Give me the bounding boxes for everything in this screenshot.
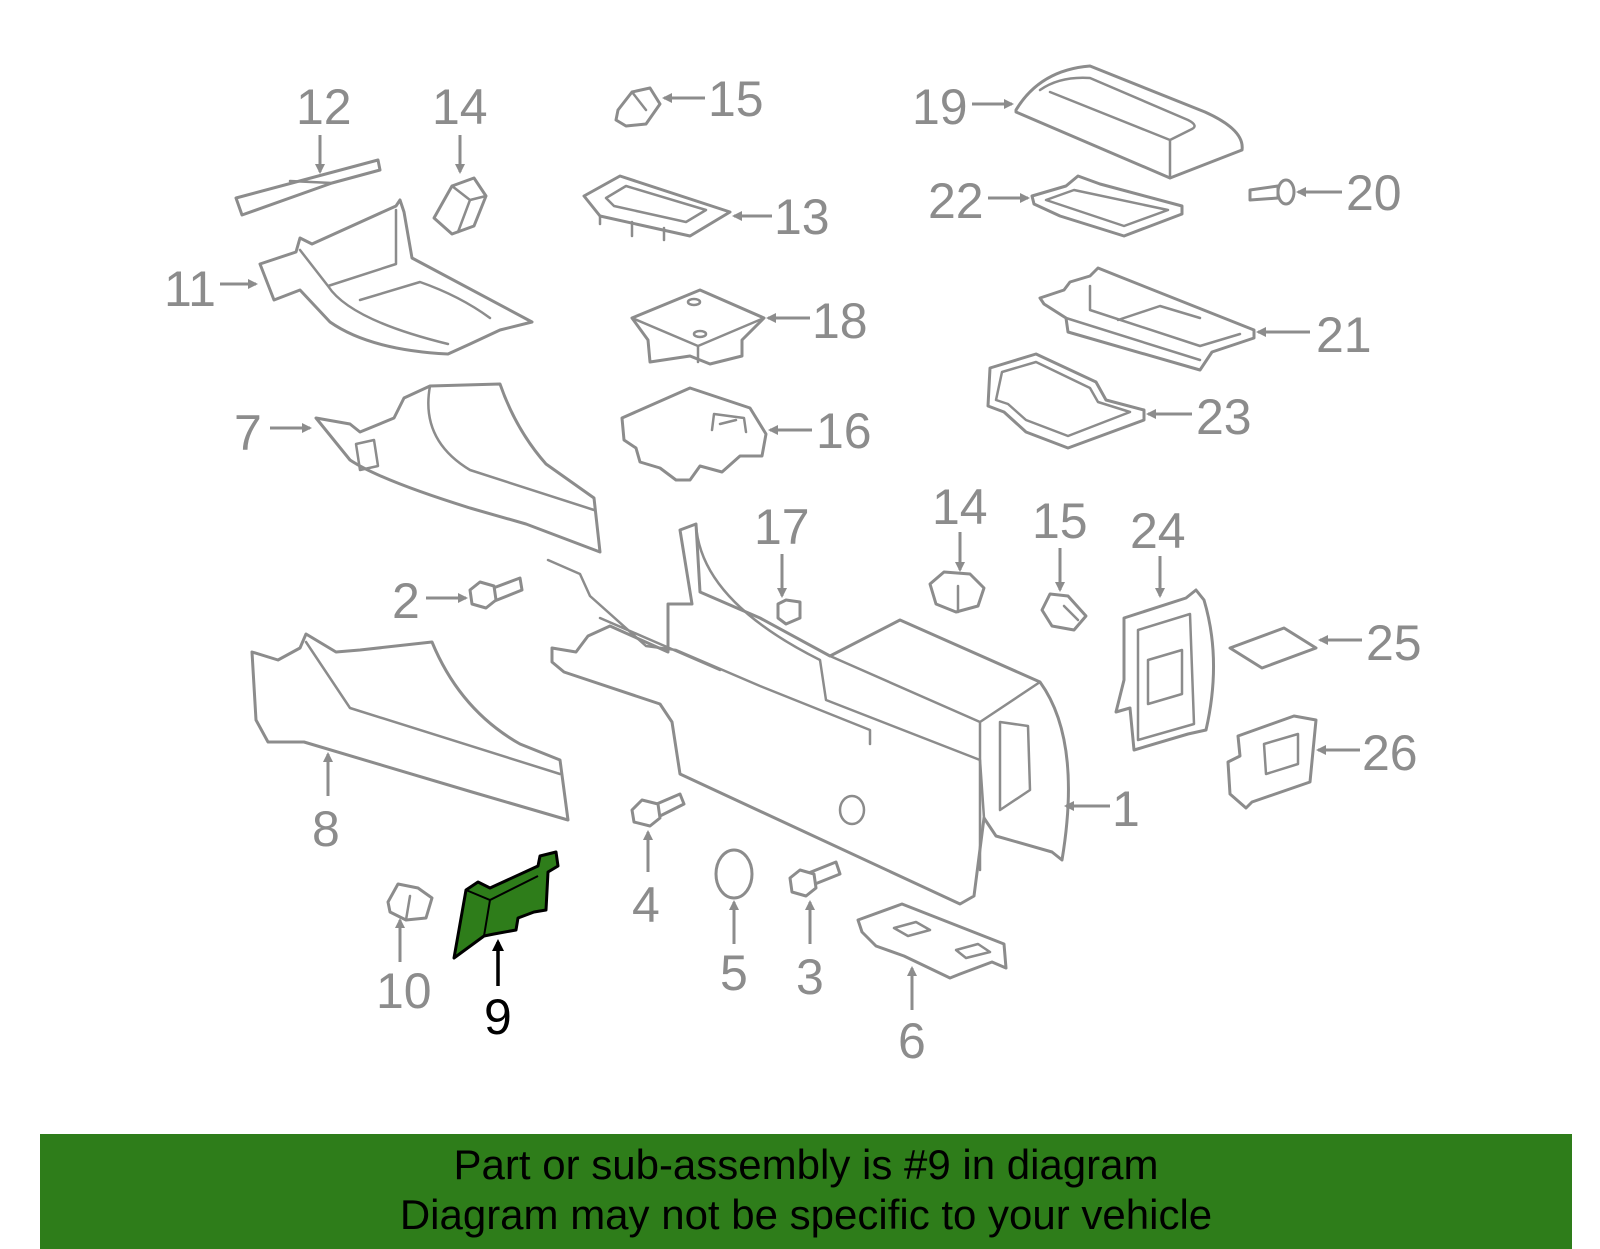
part-23 xyxy=(986,352,1192,450)
part-8 xyxy=(250,632,570,822)
callout-18: 18 xyxy=(812,293,868,349)
callout-24: 24 xyxy=(1130,503,1186,559)
part-4 xyxy=(630,792,686,872)
info-banner: Part or sub-assembly is #9 in diagram Di… xyxy=(40,1134,1572,1249)
part-21 xyxy=(1038,266,1310,372)
callout-4: 4 xyxy=(632,877,660,933)
part-9-highlighted xyxy=(452,850,560,986)
part-15-mid xyxy=(1040,548,1088,632)
callout-15-mid: 15 xyxy=(1032,493,1088,549)
part-24 xyxy=(1114,556,1215,752)
part-12 xyxy=(234,135,382,217)
part-16 xyxy=(620,386,812,482)
part-15-top xyxy=(614,86,705,128)
callout-7: 7 xyxy=(234,405,262,461)
part-19 xyxy=(972,64,1244,180)
part-11 xyxy=(220,198,534,356)
callout-10: 10 xyxy=(376,963,432,1019)
part-20 xyxy=(1248,178,1342,206)
callout-20: 20 xyxy=(1346,165,1402,221)
banner-line-1: Part or sub-assembly is #9 in diagram xyxy=(453,1141,1159,1188)
callout-16: 16 xyxy=(816,403,872,459)
callout-8: 8 xyxy=(312,801,340,857)
callout-9: 9 xyxy=(484,989,512,1045)
callout-25: 25 xyxy=(1366,615,1422,671)
part-10 xyxy=(386,882,434,962)
callout-14-top: 14 xyxy=(432,79,488,135)
callout-14-mid: 14 xyxy=(932,479,988,535)
callout-15-top: 15 xyxy=(708,71,764,127)
part-1 xyxy=(546,522,1110,906)
part-7 xyxy=(270,382,602,554)
callout-3: 3 xyxy=(796,949,824,1005)
callout-23: 23 xyxy=(1196,389,1252,445)
part-13 xyxy=(582,174,772,242)
banner-line-2: Diagram may not be specific to your vehi… xyxy=(399,1191,1213,1238)
part-5 xyxy=(714,848,754,944)
callout-11: 11 xyxy=(164,261,216,317)
callout-12: 12 xyxy=(296,79,352,135)
part-18 xyxy=(630,288,810,366)
callout-21: 21 xyxy=(1316,307,1372,363)
part-22 xyxy=(988,174,1184,238)
callout-22: 22 xyxy=(928,173,984,229)
part-2 xyxy=(426,576,524,610)
callout-19: 19 xyxy=(912,79,968,135)
callout-6: 6 xyxy=(898,1013,926,1069)
part-14-mid xyxy=(928,532,986,614)
callout-2: 2 xyxy=(392,573,420,629)
part-6 xyxy=(856,902,1008,1010)
callout-5: 5 xyxy=(720,945,748,1001)
part-26 xyxy=(1226,714,1360,810)
part-14-top xyxy=(432,135,488,236)
part-3 xyxy=(788,860,842,944)
callout-26: 26 xyxy=(1362,725,1418,781)
callout-13: 13 xyxy=(774,189,830,245)
callout-17: 17 xyxy=(754,499,810,555)
part-17 xyxy=(776,554,802,626)
part-25 xyxy=(1228,626,1362,670)
callout-labels: 12 14 15 19 13 22 20 11 18 21 7 16 23 17… xyxy=(164,71,1422,1069)
callout-1: 1 xyxy=(1112,781,1140,837)
